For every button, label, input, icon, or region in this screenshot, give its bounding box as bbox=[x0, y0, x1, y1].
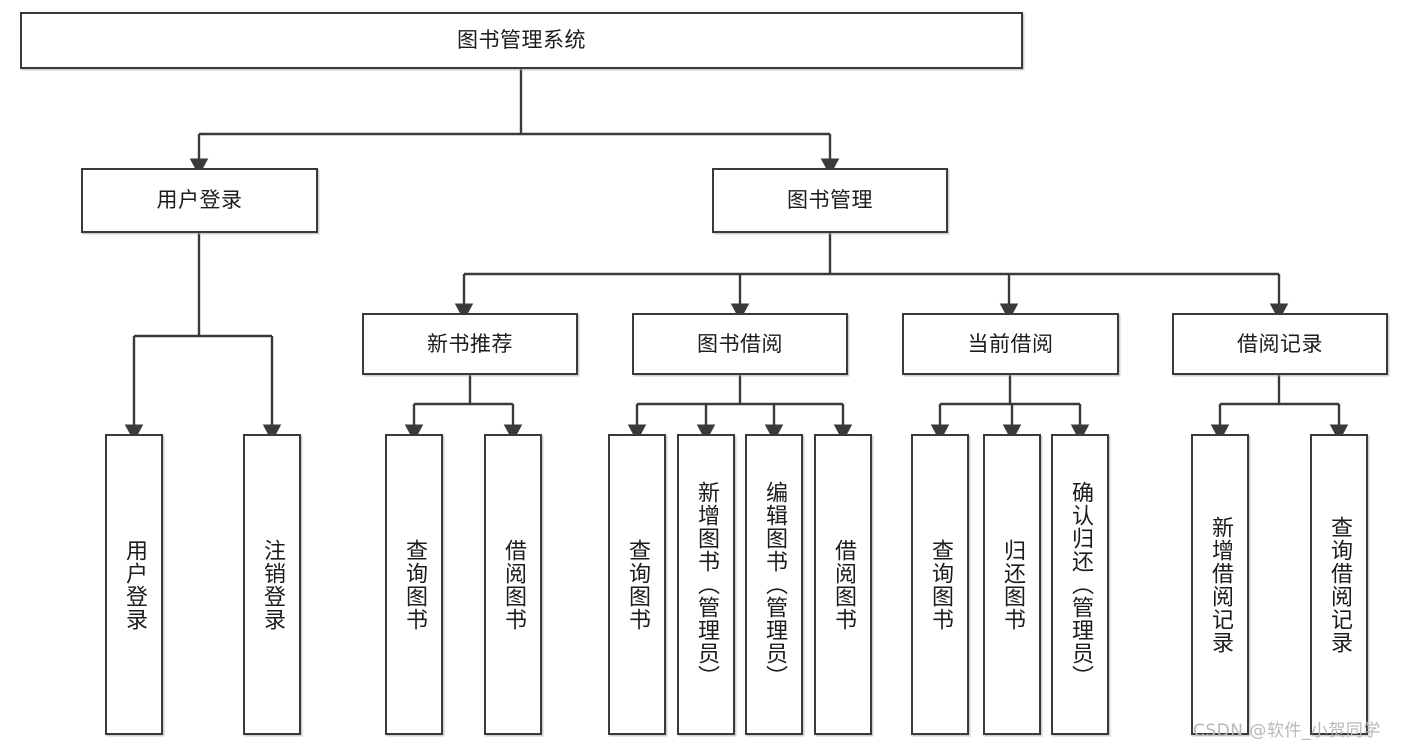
node-new-book-recommend[interactable]: 新书推荐 bbox=[362, 313, 578, 375]
node-label: 图书借阅 bbox=[697, 331, 783, 356]
node-leaf-confirm-return[interactable]: 确认归还（管理员） bbox=[1051, 434, 1109, 735]
node-user-login[interactable]: 用户登录 bbox=[81, 168, 318, 233]
node-label: 新书推荐 bbox=[427, 331, 513, 356]
node-book-manage[interactable]: 图书管理 bbox=[712, 168, 948, 233]
connector-newbook-to-leaves bbox=[404, 375, 523, 442]
connector-borrowrecord-to-leaves bbox=[1210, 375, 1349, 442]
node-leaf-borrow-book[interactable]: 借阅图书 bbox=[814, 434, 872, 735]
node-root[interactable]: 图书管理系统 bbox=[20, 12, 1023, 69]
node-label: 新增借阅记录 bbox=[1207, 515, 1233, 654]
node-label: 查询借阅记录 bbox=[1326, 515, 1352, 654]
node-leaf-query-book-rec[interactable]: 查询图书 bbox=[385, 434, 443, 735]
node-label: 确认归还（管理员） bbox=[1067, 481, 1093, 688]
node-leaf-user-logout[interactable]: 注销登录 bbox=[243, 434, 301, 735]
node-label: 注销登录 bbox=[259, 538, 285, 631]
node-book-borrow[interactable]: 图书借阅 bbox=[632, 313, 848, 375]
node-leaf-borrow-book-rec[interactable]: 借阅图书 bbox=[484, 434, 542, 735]
connector-root-to-level2 bbox=[189, 69, 840, 176]
node-label: 借阅图书 bbox=[500, 538, 526, 631]
node-label: 归还图书 bbox=[999, 538, 1025, 631]
node-borrow-record[interactable]: 借阅记录 bbox=[1172, 313, 1388, 375]
node-label: 编辑图书（管理员） bbox=[761, 481, 787, 688]
node-leaf-query-book-cur[interactable]: 查询图书 bbox=[911, 434, 969, 735]
node-leaf-query-book-borrow[interactable]: 查询图书 bbox=[608, 434, 666, 735]
node-leaf-edit-book[interactable]: 编辑图书（管理员） bbox=[745, 434, 803, 735]
node-leaf-query-record[interactable]: 查询借阅记录 bbox=[1310, 434, 1368, 735]
watermark-label: CSDN @软件_小贺同学 bbox=[1193, 721, 1381, 741]
node-leaf-return-book[interactable]: 归还图书 bbox=[983, 434, 1041, 735]
node-label: 用户登录 bbox=[121, 538, 147, 631]
connector-bookmanage-to-level3 bbox=[454, 233, 1289, 321]
node-leaf-user-login[interactable]: 用户登录 bbox=[105, 434, 163, 735]
node-label: 查询图书 bbox=[624, 538, 650, 631]
node-label: 查询图书 bbox=[927, 538, 953, 631]
node-label: 图书管理 bbox=[787, 188, 873, 213]
node-label: 借阅记录 bbox=[1237, 331, 1323, 356]
node-label: 借阅图书 bbox=[830, 538, 856, 631]
node-label: 新增图书（管理员） bbox=[693, 481, 719, 688]
connector-currentborrow-to-leaves bbox=[930, 375, 1090, 442]
connector-userlogin-to-leaves bbox=[124, 233, 282, 442]
node-label: 用户登录 bbox=[156, 188, 243, 213]
connector-bookborrow-to-leaves bbox=[627, 375, 853, 442]
node-label: 图书管理系统 bbox=[457, 28, 586, 53]
node-leaf-add-book[interactable]: 新增图书（管理员） bbox=[677, 434, 735, 735]
node-label: 查询图书 bbox=[401, 538, 427, 631]
node-label: 当前借阅 bbox=[967, 331, 1054, 356]
node-current-borrow[interactable]: 当前借阅 bbox=[902, 313, 1119, 375]
node-leaf-add-record[interactable]: 新增借阅记录 bbox=[1191, 434, 1249, 735]
